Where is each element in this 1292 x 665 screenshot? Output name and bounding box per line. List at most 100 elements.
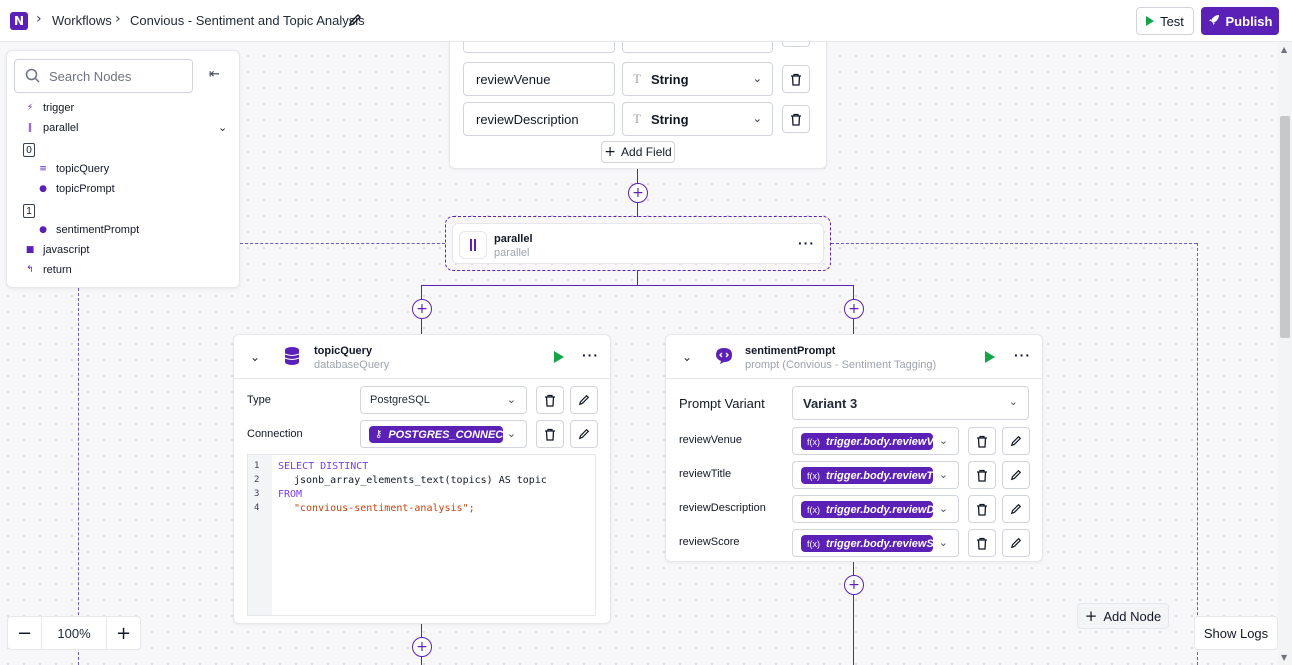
add-step-button[interactable]: + xyxy=(412,299,432,319)
run-node-icon[interactable] xyxy=(985,351,995,363)
add-field-button[interactable]: + Add Field xyxy=(601,141,675,163)
scroll-down-icon[interactable]: ▼ xyxy=(1281,653,1288,662)
sentiment-prompt-node: ⌄ sentimentPrompt prompt (Convious - Sen… xyxy=(665,334,1043,562)
db-type-select[interactable]: PostgreSQL ⌄ xyxy=(360,386,527,414)
branch-index-1: 1 xyxy=(23,204,35,218)
trash-icon xyxy=(545,394,555,407)
publish-button[interactable]: Publish xyxy=(1201,7,1279,35)
scroll-up-icon[interactable]: ▲ xyxy=(1281,45,1288,54)
app-logo-icon[interactable]: N xyxy=(10,12,28,30)
top-bar: N › Workflows › Convious - Sentiment and… xyxy=(0,0,1292,42)
schema-field-name[interactable]: reviewDescription xyxy=(463,102,615,136)
add-node-button[interactable]: + Add Node xyxy=(1077,603,1169,629)
add-field-label: Add Field xyxy=(621,145,672,159)
line-number: 3 xyxy=(254,489,260,499)
delete-input-button[interactable] xyxy=(968,529,996,557)
tree-item-label: parallel xyxy=(43,122,79,134)
add-step-button[interactable]: + xyxy=(412,637,432,657)
chevron-down-icon: ⌄ xyxy=(506,393,516,406)
prompt-icon: ● xyxy=(39,225,47,235)
prompt-icon: ● xyxy=(39,184,47,194)
chevron-down-icon[interactable]: ⌄ xyxy=(218,121,228,134)
breadcrumb-workflows[interactable]: Workflows xyxy=(52,13,112,28)
edit-connection-button[interactable] xyxy=(570,420,598,448)
test-button[interactable]: Test xyxy=(1136,7,1194,35)
prompt-variant-select[interactable]: Variant 3 ⌄ xyxy=(792,386,1029,420)
sentiment-prompt-title: sentimentPrompt xyxy=(745,345,836,357)
expression-value: trigger.body.reviewVe... xyxy=(826,435,933,448)
prompt-variant-value: Variant 3 xyxy=(803,396,858,411)
edit-type-button[interactable] xyxy=(570,386,598,414)
add-step-button[interactable]: + xyxy=(844,575,864,595)
more-options-icon[interactable]: ··· xyxy=(798,235,815,251)
run-node-icon[interactable] xyxy=(554,351,564,363)
input-label: reviewScore xyxy=(679,536,740,548)
parallel-node-title: parallel xyxy=(494,233,533,245)
function-icon: f(x) xyxy=(807,504,820,515)
sql-code-editor[interactable]: 1 2 3 4 SELECT DISTINCT jsonb_array_elem… xyxy=(247,454,596,616)
collapse-chevron-icon[interactable]: ⌄ xyxy=(250,350,261,364)
input-value-select[interactable]: f(x) trigger.body.reviewSc... ⌄ xyxy=(792,529,959,557)
trash-icon xyxy=(977,537,987,550)
chevron-down-icon: ⌄ xyxy=(506,427,516,440)
search-nodes-input[interactable]: Search Nodes xyxy=(14,59,193,93)
play-icon xyxy=(1146,16,1155,26)
zoom-out-button[interactable]: − xyxy=(16,622,33,644)
sentiment-prompt-subtitle: prompt (Convious - Sentiment Tagging) xyxy=(745,359,937,371)
edit-input-button[interactable] xyxy=(1002,495,1030,523)
key-icon: ⚷ xyxy=(375,429,383,440)
plus-icon: + xyxy=(1084,607,1098,625)
function-icon: f(x) xyxy=(807,436,820,447)
input-value-select[interactable]: f(x) trigger.body.reviewDe... ⌄ xyxy=(792,495,959,523)
input-value-select[interactable]: f(x) trigger.body.reviewVe... ⌄ xyxy=(792,427,959,455)
delete-field-button[interactable] xyxy=(782,65,810,93)
chevron-right-icon: › xyxy=(36,11,42,27)
collapse-chevron-icon[interactable]: ⌄ xyxy=(682,350,693,364)
scrollbar-thumb[interactable] xyxy=(1280,116,1290,338)
delete-field-button[interactable] xyxy=(782,105,810,133)
add-step-button[interactable]: + xyxy=(844,299,864,319)
edit-title-icon[interactable] xyxy=(348,13,362,30)
vertical-scrollbar[interactable]: ▲ ▼ xyxy=(1278,42,1292,665)
add-step-button[interactable]: + xyxy=(628,183,648,203)
delete-input-button[interactable] xyxy=(968,495,996,523)
branch-index-0: 0 xyxy=(23,143,35,157)
trash-icon xyxy=(791,113,801,126)
connection-select[interactable]: ⚷ POSTGRES_CONNECTI... ⌄ xyxy=(360,420,527,448)
delete-input-button[interactable] xyxy=(968,427,996,455)
code-line: "convious-sentiment-analysis"; xyxy=(294,503,475,514)
edit-input-button[interactable] xyxy=(1002,461,1030,489)
return-icon: ↰ xyxy=(26,265,34,275)
code-line: SELECT DISTINCT xyxy=(278,461,369,472)
plus-icon: + xyxy=(604,144,617,160)
tree-item-label: return xyxy=(43,264,72,276)
chevron-down-icon: ⌄ xyxy=(938,536,948,549)
expression-pill: f(x) trigger.body.reviewSc... xyxy=(801,535,933,552)
tree-item-trigger[interactable]: ⚡ trigger xyxy=(25,102,74,114)
input-value-select[interactable]: f(x) trigger.body.reviewTi... ⌄ xyxy=(792,461,959,489)
collapse-panel-icon[interactable]: ⇤ xyxy=(209,67,220,82)
tree-item-return[interactable]: ↰ return xyxy=(25,264,72,276)
breadcrumb-workflow-title: Convious - Sentiment and Topic Analysis xyxy=(130,13,365,28)
schema-field-name[interactable]: reviewVenue xyxy=(463,62,615,96)
code-line: FROM xyxy=(278,489,303,500)
edit-input-button[interactable] xyxy=(1002,427,1030,455)
delete-type-button[interactable] xyxy=(536,386,564,414)
tree-item-parallel[interactable]: ‖ parallel xyxy=(25,122,79,134)
parallel-node[interactable]: parallel parallel ··· xyxy=(445,216,831,271)
tree-item-sentimentPrompt[interactable]: ● sentimentPrompt xyxy=(38,224,139,236)
tree-item-topicQuery[interactable]: ≡ topicQuery xyxy=(38,163,109,175)
schema-field-type-select[interactable]: T String ⌄ xyxy=(622,102,773,136)
more-options-icon[interactable]: ··· xyxy=(1014,347,1031,363)
show-logs-button[interactable]: Show Logs xyxy=(1194,616,1278,650)
expression-value: trigger.body.reviewDe... xyxy=(826,503,933,516)
zoom-in-button[interactable]: + xyxy=(115,622,132,644)
delete-connection-button[interactable] xyxy=(536,420,564,448)
more-options-icon[interactable]: ··· xyxy=(582,347,599,363)
tree-item-label: sentimentPrompt xyxy=(56,224,140,236)
tree-item-topicPrompt[interactable]: ● topicPrompt xyxy=(38,183,115,195)
edit-input-button[interactable] xyxy=(1002,529,1030,557)
schema-field-type-select[interactable]: T String ⌄ xyxy=(622,62,773,96)
delete-input-button[interactable] xyxy=(968,461,996,489)
tree-item-javascript[interactable]: ■ javascript xyxy=(25,244,90,256)
